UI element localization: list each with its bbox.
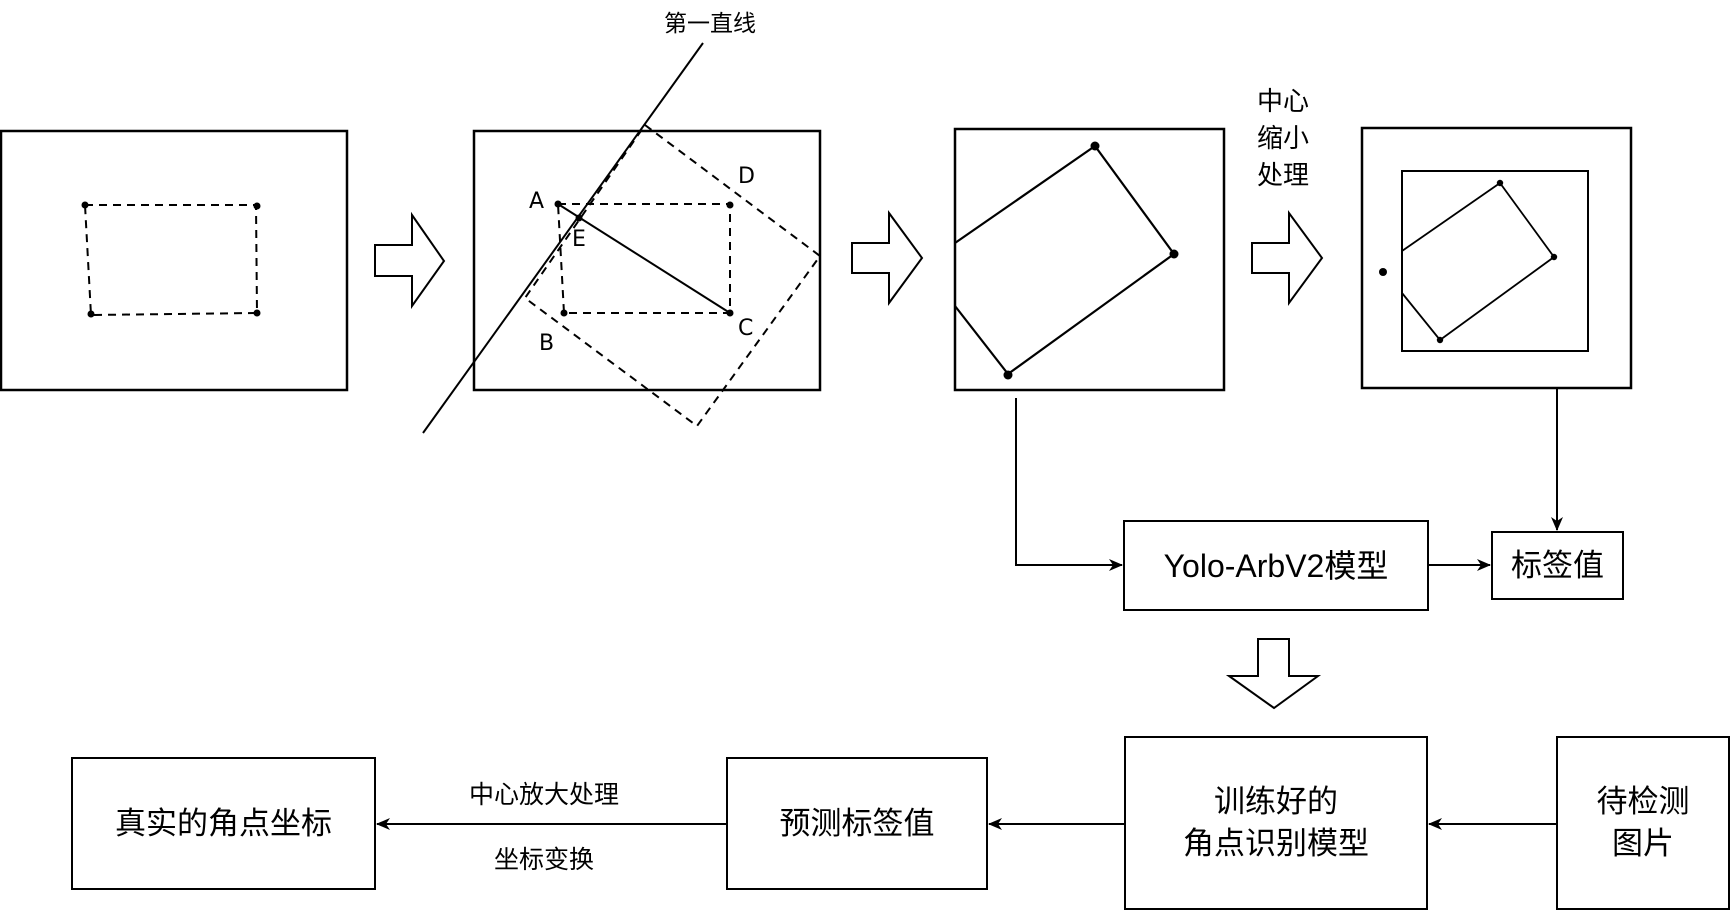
first-line-label: 第一直线 [664,11,756,37]
corner-point [1003,370,1013,380]
label-a: A [529,189,544,214]
corner-point [1169,249,1179,259]
corner-point-outside [1379,268,1387,276]
block-arrow-down [1225,638,1322,710]
node-trained-model-text: 训练好的 角点识别模型 [1125,737,1427,909]
node-label-value [1491,531,1624,600]
node-yolo-model [1123,520,1429,611]
label-e: E [572,227,586,252]
block-arrow-right-1 [374,211,446,310]
first-line [422,42,704,434]
corner-point [1436,336,1444,344]
edge-label-enlarge: 中心放大处理 [469,780,619,809]
node-true-corners [71,757,376,890]
image-to-detect-line-2: 图片 [1612,826,1674,862]
edge-crop-to-yolo [1015,398,1123,571]
point-b [560,309,568,317]
shrink-label-line-2: 缩小 [1257,124,1309,154]
panel-rotated-crop [953,127,1226,392]
image-frame-4 [1360,126,1633,390]
label-c: C [738,316,753,341]
point-a [554,200,562,208]
dashed-rotated-rect [523,123,822,428]
point-d-corner [726,201,734,209]
panel-shrunk [1360,126,1633,390]
block-arrow-right-2 [851,209,924,307]
node-true-corners-text: 真实的角点坐标 [115,805,332,842]
shrink-label-line-1: 中心 [1257,87,1309,117]
panel-original-image [0,129,349,392]
point-c [726,309,734,317]
node-image-to-detect-text: 待检测 图片 [1557,737,1729,909]
corner-point [1496,179,1504,187]
node-yolo-model-text: Yolo-ArbV2模型 [1163,547,1389,584]
image-frame-1 [0,129,349,392]
point-e [575,214,583,222]
shrunk-inner-frame [1401,170,1589,352]
block-arrow-right-3 [1251,209,1324,307]
rotated-rect-outline [954,144,1176,376]
trained-model-line-2: 角点识别模型 [1183,826,1369,862]
panel-geometry: 第一直线 A E B C D [422,11,822,434]
corner-point [1550,253,1558,261]
node-predicted-label-text: 预测标签值 [779,805,935,842]
edge-label-transform: 坐标变换 [494,845,594,874]
corner-point [1090,141,1100,151]
label-b: B [539,331,554,356]
image-frame-3 [953,127,1226,392]
diagonal-ac [557,203,731,314]
node-label-value-text: 标签值 [1511,547,1604,584]
rotated-rect-outline-shrunk [1401,181,1556,342]
corner-point [253,309,261,317]
image-to-detect-line-1: 待检测 [1596,784,1690,820]
trained-model-line-1: 训练好的 [1214,784,1338,820]
corner-point [81,201,89,209]
shrink-label-line-3: 处理 [1257,161,1309,191]
dashed-corner-quad [83,204,259,317]
label-d: D [738,164,755,189]
corner-point [87,310,95,318]
corner-point [253,202,261,210]
